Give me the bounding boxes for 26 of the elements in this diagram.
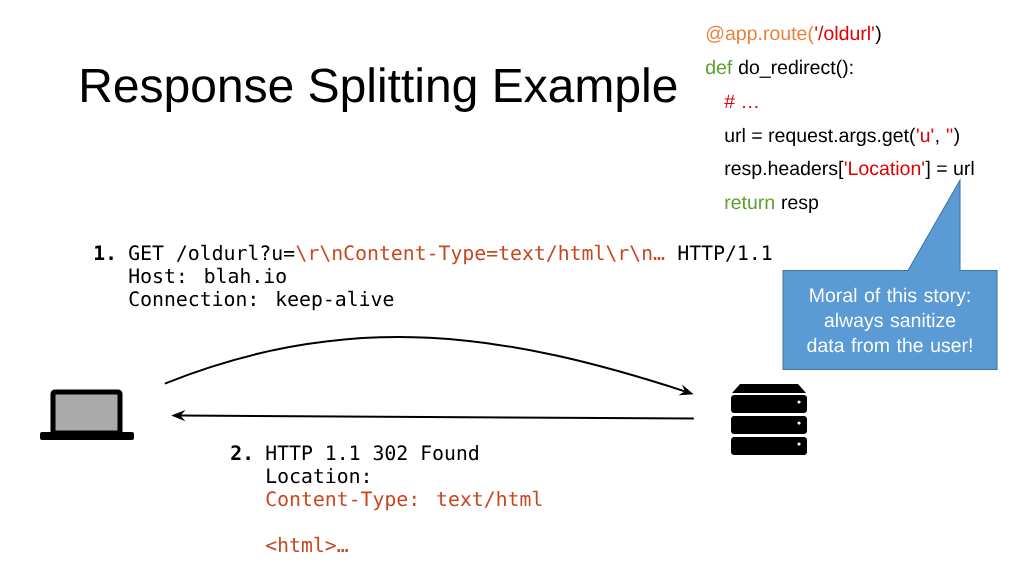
code-text: '' <box>946 128 953 133</box>
code-text: ) <box>875 25 881 45</box>
code-text: @app.route( <box>706 25 814 45</box>
code-text: '/oldurl' <box>815 25 874 41</box>
code-text: , <box>936 139 939 145</box>
code-text: url = request.args.get( <box>725 127 916 147</box>
code-text: ) <box>953 127 959 147</box>
code-text: 'u' <box>916 128 934 143</box>
http-text: GET /oldurl?u= <box>129 244 295 262</box>
step-number: 1. <box>95 245 113 260</box>
step-number: 2. <box>231 445 250 460</box>
laptop-icon <box>40 389 134 440</box>
http-text: Content-Type: text/html <box>266 490 542 511</box>
http-text: HTTP 1.1 302 Found <box>266 444 478 461</box>
http-text: Location: <box>267 467 368 484</box>
http-text: <html>… <box>266 536 348 552</box>
http-text: Connection: keep-alive <box>129 290 394 311</box>
http-text: Host: blah.io <box>129 267 286 284</box>
server-icon <box>731 384 807 455</box>
http-text: \r\nContent-Type=text/html\r\n… <box>296 244 665 265</box>
code-text: resp.headers[ <box>725 160 844 180</box>
code-text: # … <box>724 94 758 108</box>
code-text: resp <box>782 198 819 214</box>
slide-title: Response Splitting Example <box>82 67 677 112</box>
code-text: def <box>706 59 733 75</box>
code-text: do_redirect(): <box>738 59 853 79</box>
